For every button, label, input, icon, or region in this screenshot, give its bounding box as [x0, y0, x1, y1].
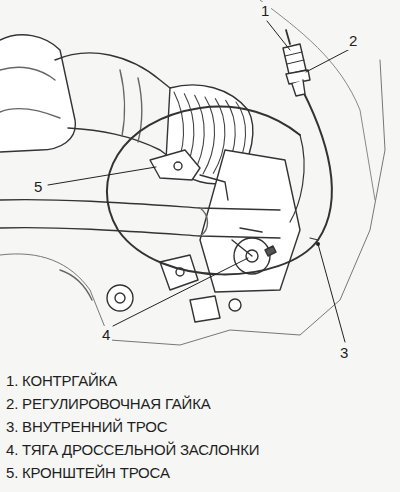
- part-key: 4. ТЯГА ДРОССЕЛЬНОЙ ЗАСЛОНКИ: [6, 441, 259, 459]
- part-key: 5. КРОНШТЕЙН ТРОСА: [6, 464, 170, 482]
- callout-number: 2: [347, 32, 359, 50]
- part-key: 2. РЕГУЛИРОВОЧНАЯ ГАЙКА: [6, 395, 211, 413]
- callout-number: 1: [259, 2, 271, 20]
- callout-number: 3: [338, 344, 350, 362]
- callout-number: 4: [100, 326, 112, 344]
- bellows-rib: [203, 97, 215, 174]
- callout-number: 5: [32, 178, 44, 196]
- part-key: 3. ВНУТРЕННИЙ ТРОС: [6, 418, 167, 436]
- part-key: 1. КОНТРГАЙКА: [6, 372, 117, 390]
